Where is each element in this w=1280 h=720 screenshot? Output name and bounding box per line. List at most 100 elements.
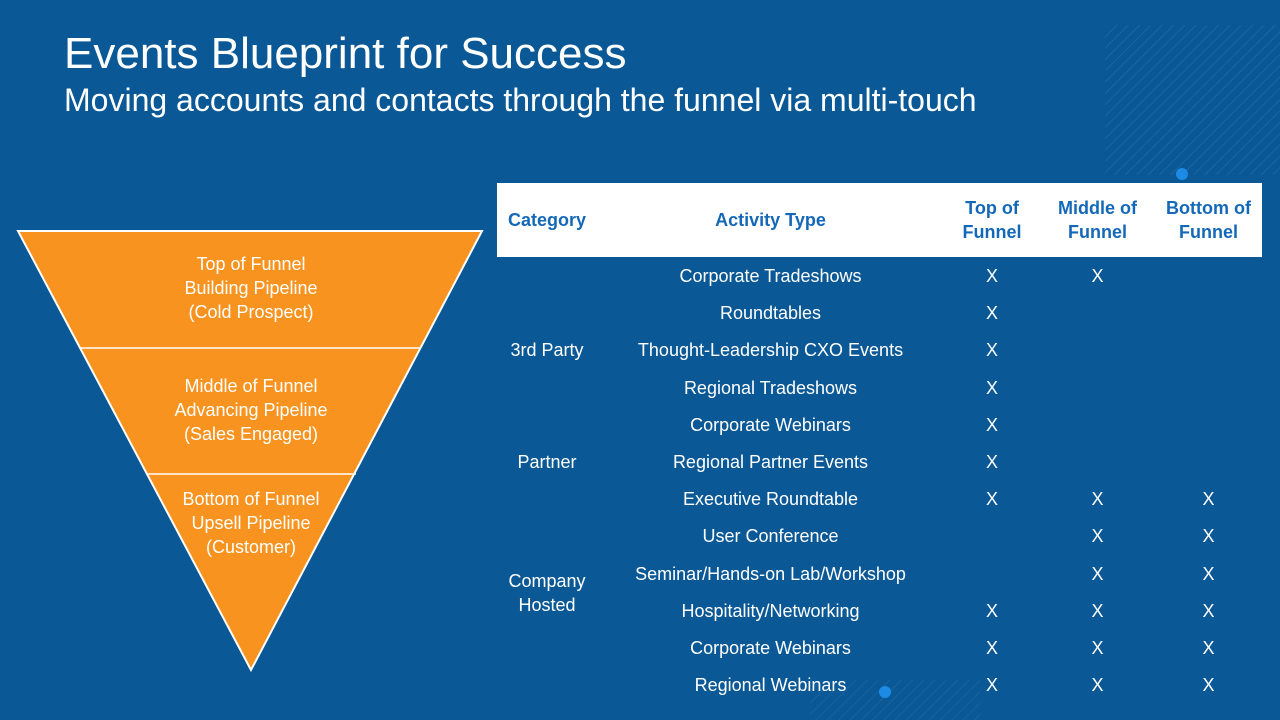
table-row: Regional Webinars X X X — [497, 667, 1262, 704]
bottom-of-funnel-cell — [1155, 407, 1262, 444]
bottom-of-funnel-cell — [1155, 370, 1262, 407]
header-activity-type: Activity Type — [597, 183, 944, 257]
category-partner: Partner — [497, 450, 597, 474]
funnel-stage-middle: Middle of Funnel Advancing Pipeline (Sal… — [141, 374, 361, 446]
activity-cell: Corporate Webinars — [690, 414, 851, 435]
bottom-of-funnel-cell — [1155, 332, 1262, 369]
bottom-of-funnel-cell: X — [1202, 563, 1215, 584]
funnel-stage-top-audience: (Cold Prospect) — [188, 302, 314, 322]
category-3rd-party-label: 3rd Party — [510, 340, 584, 360]
header-top-line2: Funnel — [962, 222, 1022, 242]
header-activity-label: Activity Type — [715, 210, 826, 230]
top-of-funnel-cell: X — [985, 452, 998, 472]
header-bottom-line1: Bottom of — [1166, 198, 1251, 218]
category-company-hosted-line2: Hosted — [518, 595, 576, 615]
top-of-funnel-cell: X — [985, 638, 998, 658]
category-company-hosted: Company Hosted — [497, 569, 597, 617]
funnel-stage-middle-goal: Advancing Pipeline — [174, 400, 328, 420]
bottom-of-funnel-cell: X — [1202, 526, 1215, 547]
table-row: Corporate Tradeshows X X — [497, 258, 1262, 295]
bottom-of-funnel-cell — [1155, 444, 1262, 481]
top-of-funnel-cell: X — [985, 675, 998, 696]
category-partner-label: Partner — [517, 452, 577, 472]
table-row: Hospitality/Networking X X X — [497, 593, 1262, 630]
activity-cell: Regional Tradeshows — [683, 377, 858, 398]
header-bottom-line2: Funnel — [1179, 222, 1238, 242]
bottom-of-funnel-cell: X — [1202, 489, 1215, 510]
middle-of-funnel-cell — [1040, 332, 1155, 369]
funnel-stage-top-goal: Building Pipeline — [184, 278, 318, 298]
bottom-of-funnel-cell: X — [1202, 600, 1215, 621]
funnel-stage-bottom-audience: (Customer) — [205, 537, 296, 557]
header-middle-line1: Middle of — [1058, 198, 1137, 218]
activity-cell: Regional Webinars — [694, 675, 847, 696]
table-row: Regional Partner Events X — [497, 444, 1262, 481]
middle-of-funnel-cell: X — [1091, 489, 1104, 510]
top-of-funnel-cell: X — [985, 303, 998, 324]
table-row: Corporate Webinars X X X — [497, 630, 1262, 667]
bottom-of-funnel-cell: X — [1202, 638, 1215, 658]
funnel-stage-top: Top of Funnel Building Pipeline (Cold Pr… — [141, 252, 361, 324]
top-of-funnel-cell: X — [985, 600, 998, 621]
top-of-funnel-cell: X — [985, 489, 998, 510]
funnel-stage-bottom: Bottom of Funnel Upsell Pipeline (Custom… — [141, 487, 361, 559]
activity-cell: Seminar/Hands-on Lab/Workshop — [635, 563, 906, 584]
activity-cell: Corporate Tradeshows — [679, 266, 862, 286]
activity-cell: Roundtables — [719, 303, 822, 324]
middle-of-funnel-cell: X — [1091, 526, 1104, 547]
activity-cell: Hospitality/Networking — [681, 600, 860, 621]
middle-of-funnel-cell: X — [1091, 638, 1104, 658]
header-top-of-funnel: Top of Funnel — [944, 183, 1040, 257]
header-bottom-of-funnel: Bottom of Funnel — [1155, 183, 1262, 257]
decorative-dot — [1176, 168, 1188, 180]
activity-cell: Regional Partner Events — [672, 452, 869, 472]
bottom-of-funnel-cell — [1155, 258, 1262, 295]
header-middle-of-funnel: Middle of Funnel — [1040, 183, 1155, 257]
header-middle-line2: Funnel — [1068, 222, 1127, 242]
table-row: Roundtables X — [497, 295, 1262, 332]
top-of-funnel-cell — [944, 518, 1040, 555]
middle-of-funnel-cell: X — [1091, 563, 1104, 584]
activity-cell: Corporate Webinars — [690, 638, 851, 658]
decorative-dot-bottom — [879, 686, 891, 698]
header-top-line1: Top of — [965, 198, 1019, 218]
table-header: Category Activity Type Top of Funnel Mid… — [497, 183, 1262, 257]
table-row: Regional Tradeshows X — [497, 370, 1262, 407]
table-row: User Conference X X — [497, 518, 1262, 555]
middle-of-funnel-cell — [1040, 295, 1155, 332]
funnel-stage-top-name: Top of Funnel — [196, 254, 306, 274]
bottom-of-funnel-cell — [1155, 295, 1262, 332]
top-of-funnel-cell: X — [985, 340, 998, 361]
category-company-hosted-line1: Company — [508, 571, 586, 591]
funnel-stage-middle-audience: (Sales Engaged) — [183, 424, 319, 444]
funnel-stage-bottom-name: Bottom of Funnel — [182, 489, 320, 509]
funnel-stage-middle-name: Middle of Funnel — [184, 376, 318, 396]
table-row: Executive Roundtable X X X — [497, 481, 1262, 518]
funnel-triangle — [16, 230, 484, 673]
funnel-stage-bottom-goal: Upsell Pipeline — [191, 513, 311, 533]
middle-of-funnel-cell: X — [1091, 266, 1104, 286]
middle-of-funnel-cell — [1040, 444, 1155, 481]
middle-of-funnel-cell: X — [1091, 600, 1104, 621]
top-of-funnel-cell: X — [985, 266, 998, 286]
slide-title: Events Blueprint for Success — [64, 29, 627, 78]
top-of-funnel-cell — [944, 556, 1040, 593]
activity-cell: Executive Roundtable — [682, 489, 859, 510]
middle-of-funnel-cell: X — [1091, 675, 1104, 696]
middle-of-funnel-cell — [1040, 370, 1155, 407]
activity-cell: User Conference — [702, 526, 839, 547]
funnel-graphic — [16, 230, 484, 673]
top-of-funnel-cell: X — [985, 377, 998, 398]
table-row: Seminar/Hands-on Lab/Workshop X X — [497, 556, 1262, 593]
header-category-label: Category — [507, 210, 587, 230]
decorative-stripes-bottom — [810, 680, 980, 720]
slide-subtitle: Moving accounts and contacts through the… — [64, 82, 977, 118]
middle-of-funnel-cell — [1040, 407, 1155, 444]
bottom-of-funnel-cell: X — [1202, 675, 1215, 696]
table-row: Thought-Leadership CXO Events X — [497, 332, 1262, 369]
header-category: Category — [497, 183, 597, 257]
decorative-stripes — [1105, 25, 1280, 175]
category-3rd-party: 3rd Party — [497, 338, 597, 362]
activity-cell: Thought-Leadership CXO Events — [637, 340, 904, 361]
